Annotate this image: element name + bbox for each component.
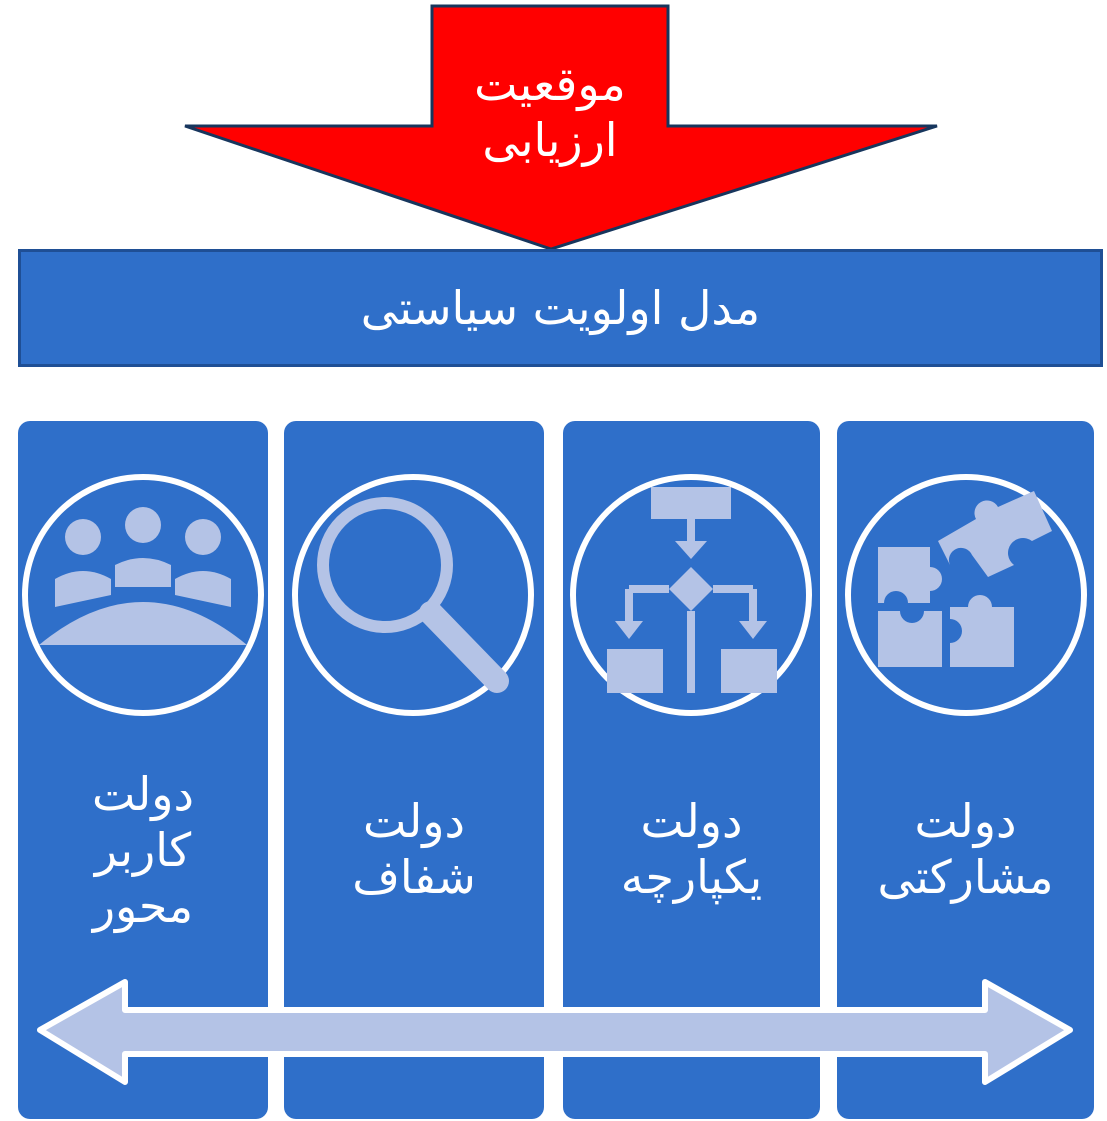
- column-user-centric: دولت کاربر محور: [18, 421, 268, 1119]
- arrow-line-1: موقعیت: [474, 57, 626, 111]
- column-label-transparent: دولت شفاف: [284, 793, 544, 905]
- column-label-line: دولت: [363, 794, 465, 848]
- people-icon: [22, 474, 264, 716]
- column-label-user-centric: دولت کاربر محور: [18, 766, 268, 934]
- column-label-line: دولت: [640, 794, 743, 848]
- column-label-line: کاربر: [94, 823, 192, 877]
- puzzle-icon: [845, 474, 1087, 716]
- banner-title: مدل اولویت سیاستی: [360, 281, 761, 335]
- arrow-line-2: ارزیابی: [482, 113, 618, 167]
- column-label-line: یکپارچه: [620, 850, 763, 904]
- column-label-line: دولت: [92, 767, 194, 821]
- column-label-line: دولت: [914, 794, 1017, 848]
- flowchart-icon: [570, 474, 812, 716]
- assessment-arrow: [184, 4, 938, 251]
- column-label-participatory: دولت مشارکتی: [837, 793, 1094, 905]
- column-label-line: شفاف: [352, 850, 476, 904]
- double-arrow-icon: [37, 979, 1073, 1085]
- policy-priority-model-banner: مدل اولویت سیاستی: [18, 249, 1103, 367]
- column-label-line: مشارکتی: [877, 850, 1054, 904]
- column-label-line: محور: [92, 879, 194, 933]
- column-label-integrated: دولت یکپارچه: [563, 793, 820, 905]
- magnifier-icon: [292, 474, 534, 716]
- assessment-position-label: موقعیت ارزیابی: [430, 56, 670, 168]
- column-participatory: دولت مشارکتی: [837, 421, 1094, 1119]
- column-integrated: دولت یکپارچه: [563, 421, 820, 1119]
